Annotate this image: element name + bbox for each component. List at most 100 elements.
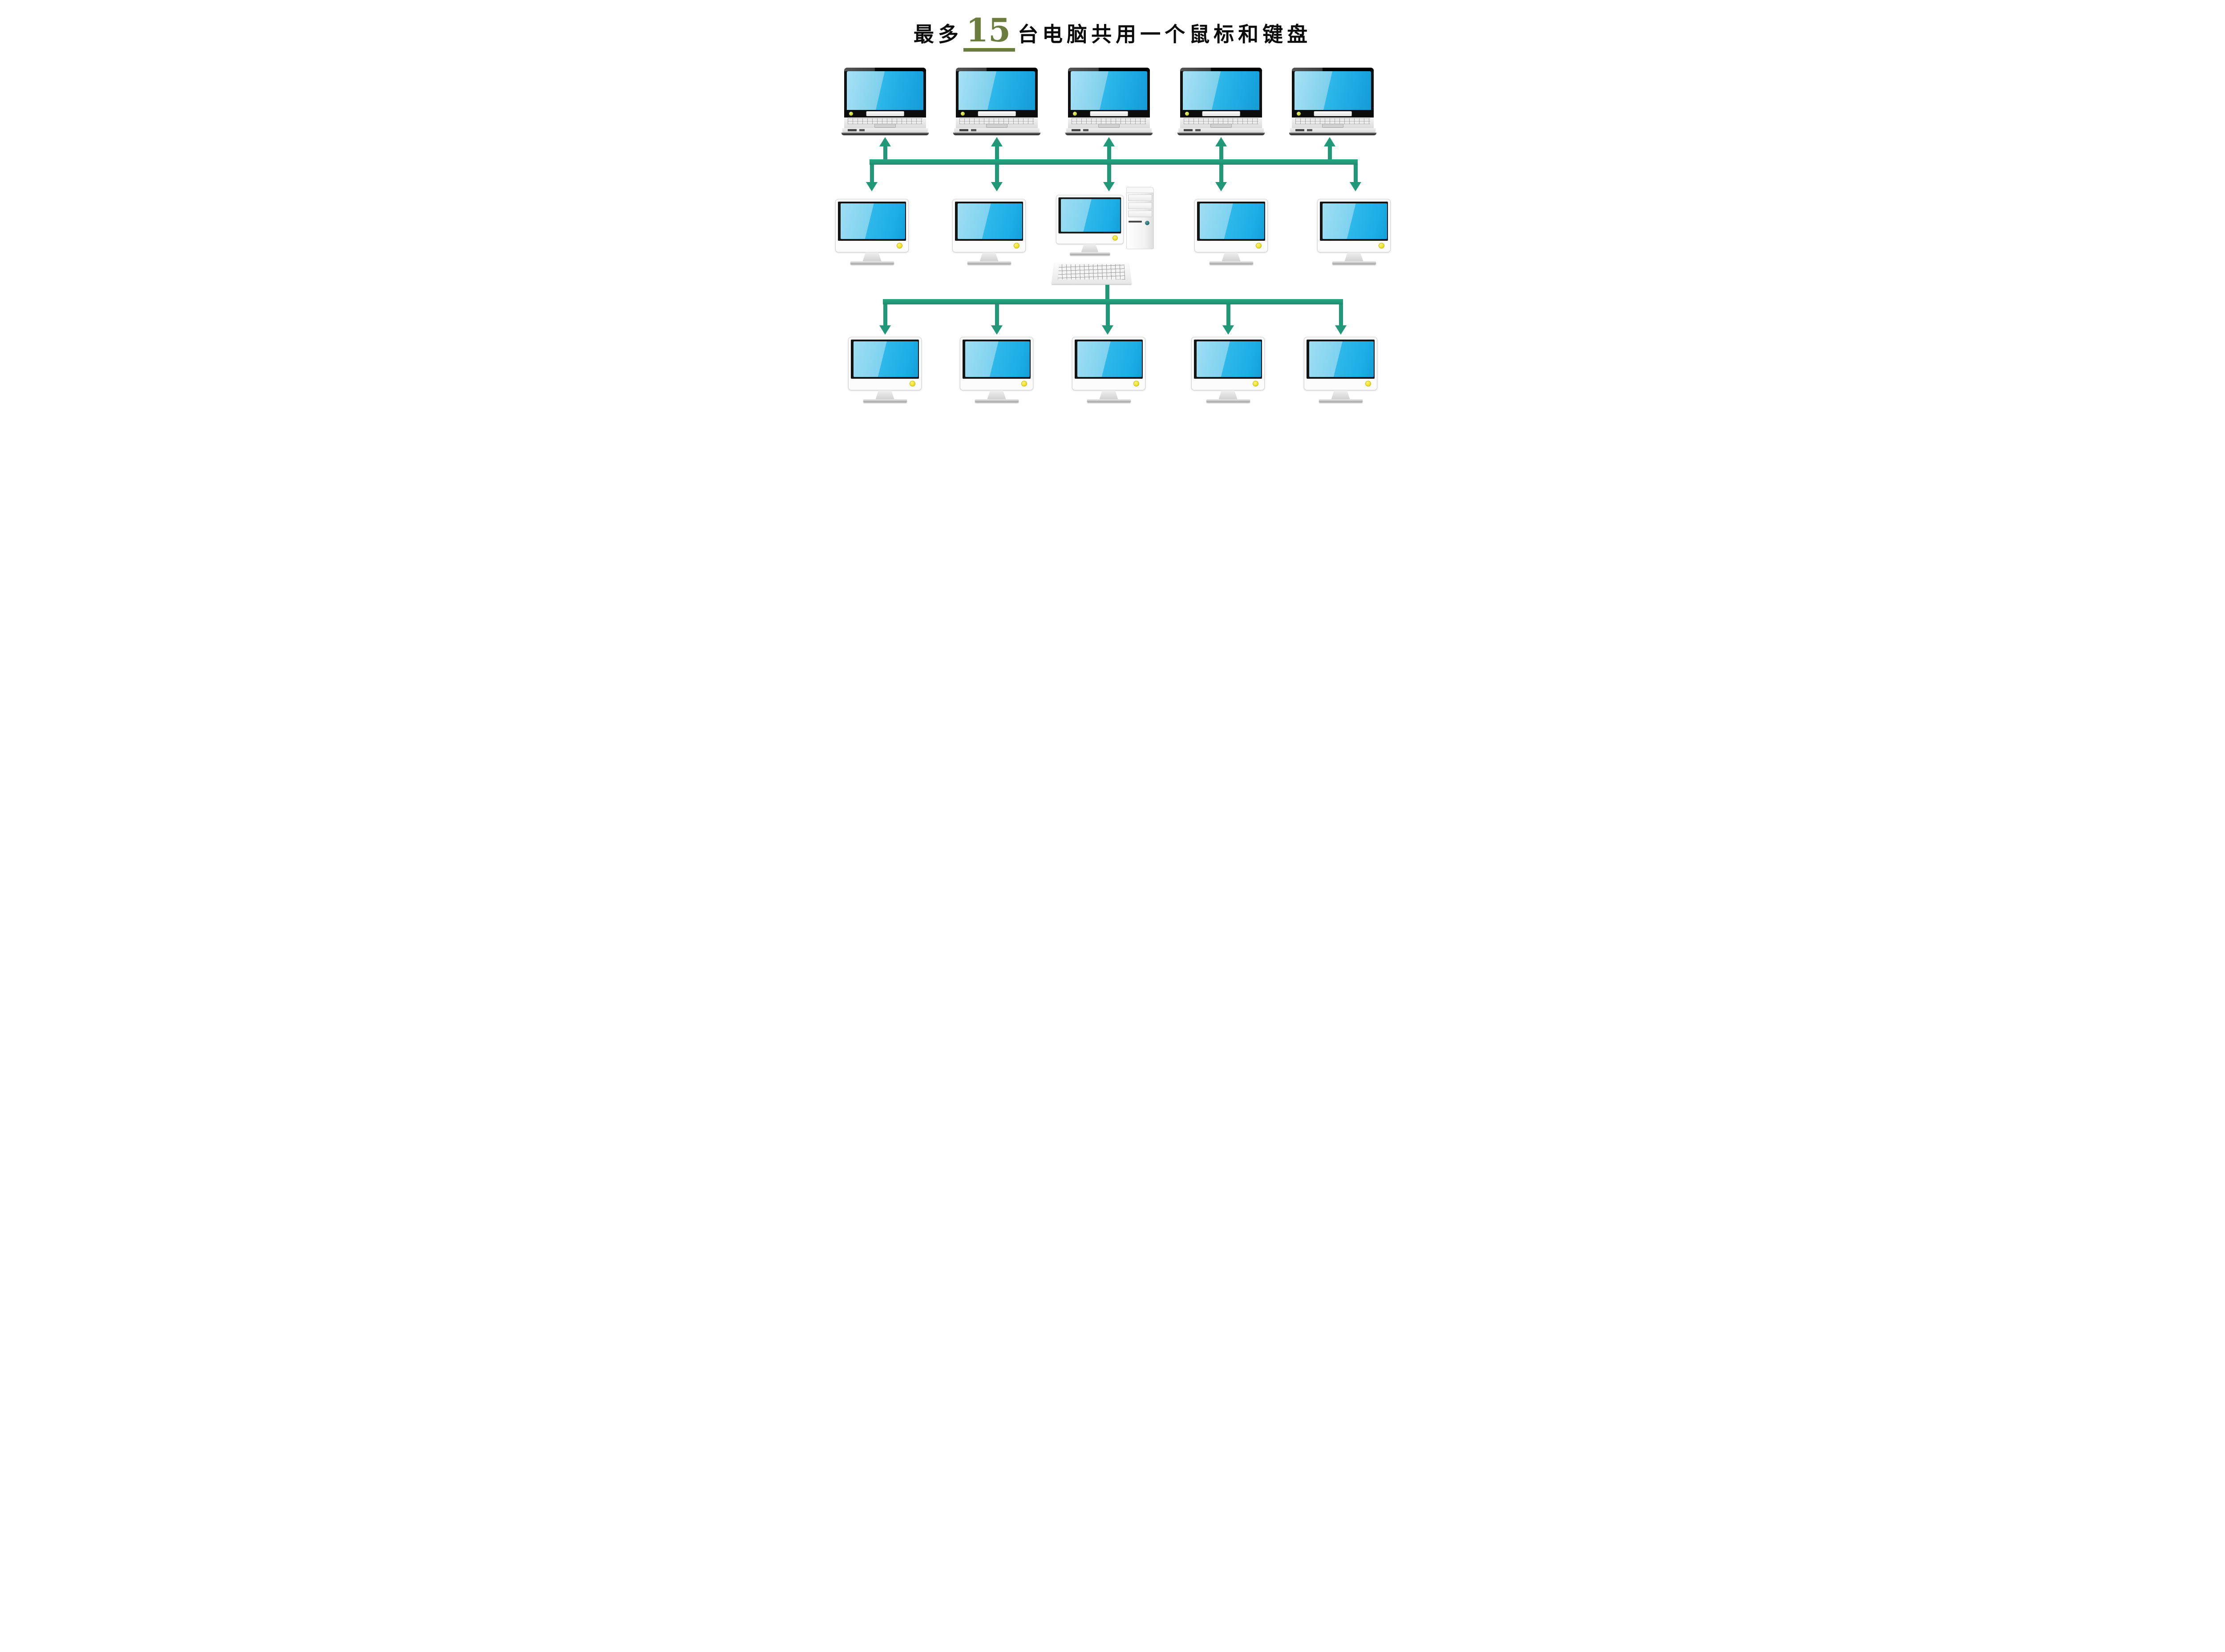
arrow-down-icon bbox=[879, 304, 891, 335]
desktop-monitor-icon bbox=[960, 337, 1033, 402]
monitor-bezel bbox=[963, 340, 1031, 379]
latch-slot bbox=[1314, 111, 1352, 116]
monitor-body bbox=[1191, 337, 1265, 390]
arrowhead-down bbox=[1215, 182, 1227, 191]
arrow-shaft bbox=[1226, 304, 1230, 325]
arrowhead-down bbox=[991, 182, 1003, 191]
power-button bbox=[1379, 243, 1384, 249]
arrow-shaft bbox=[1107, 165, 1111, 182]
monitor-screen bbox=[1323, 203, 1387, 239]
monitor-stand-neck bbox=[1081, 244, 1099, 252]
tower-front-panel bbox=[1127, 219, 1153, 228]
laptop-screen bbox=[847, 71, 923, 110]
arrow-shaft bbox=[870, 165, 874, 182]
arrow-shaft bbox=[1327, 146, 1332, 159]
monitor-body bbox=[1317, 199, 1391, 252]
laptop-bottom-edge bbox=[1065, 133, 1153, 135]
monitor-screen bbox=[958, 203, 1022, 239]
title-prefix: 最多 bbox=[913, 23, 963, 46]
monitor-stand-base bbox=[1332, 261, 1376, 264]
laptop-screen bbox=[1183, 71, 1259, 110]
monitor-chin bbox=[1075, 379, 1143, 389]
laptop-bottom-edge bbox=[1289, 133, 1376, 135]
monitor-body bbox=[1304, 337, 1377, 390]
monitor-stand-neck bbox=[1218, 390, 1238, 399]
arrow-shaft bbox=[1353, 165, 1358, 182]
monitor-screen bbox=[1077, 341, 1142, 377]
monitor-stand-neck bbox=[1099, 390, 1118, 399]
laptop-keyboard-deck bbox=[844, 117, 926, 128]
monitor-chin bbox=[955, 241, 1023, 251]
arrowhead-down bbox=[1335, 325, 1347, 335]
laptop-lid bbox=[956, 68, 1038, 110]
monitor-screen bbox=[1200, 203, 1264, 239]
arrowhead-down bbox=[1103, 182, 1115, 191]
latch-slot bbox=[1090, 111, 1128, 116]
touchpad bbox=[1098, 124, 1120, 128]
monitor-bezel bbox=[851, 340, 919, 379]
arrowhead-down bbox=[866, 182, 878, 191]
monitor-chin bbox=[1307, 379, 1375, 389]
bus-line-top bbox=[870, 159, 1358, 165]
arrow-shaft bbox=[883, 146, 887, 159]
arrow-down-icon bbox=[1102, 304, 1113, 335]
arrow-down-icon bbox=[1335, 304, 1347, 335]
laptop-icon bbox=[953, 68, 1040, 135]
monitor-chin bbox=[838, 241, 906, 251]
laptop-lid bbox=[1180, 68, 1262, 110]
arrow-shaft bbox=[883, 304, 887, 325]
laptop-keys bbox=[959, 118, 1034, 124]
monitor-stand-base bbox=[1319, 399, 1363, 402]
power-button bbox=[910, 381, 915, 387]
laptop-hinge bbox=[1068, 110, 1150, 117]
monitor-chin bbox=[1320, 241, 1388, 251]
monitor-body bbox=[1194, 199, 1268, 252]
laptop-keyboard-deck bbox=[1180, 117, 1262, 128]
power-button bbox=[1253, 381, 1258, 387]
monitor-chin bbox=[963, 379, 1031, 389]
keyboard-keys bbox=[1058, 264, 1125, 280]
arrowhead-down bbox=[1350, 182, 1361, 191]
bus-feed-line bbox=[1105, 285, 1109, 302]
arrow-up-icon bbox=[1324, 137, 1335, 159]
power-button bbox=[1112, 235, 1118, 241]
monitor-body bbox=[848, 337, 922, 390]
laptop-icon bbox=[1289, 68, 1376, 135]
laptop-lid bbox=[1068, 68, 1150, 110]
laptop-bottom-edge bbox=[953, 133, 1040, 135]
monitor-screen bbox=[841, 203, 905, 239]
monitor-screen bbox=[1061, 199, 1121, 232]
touchpad bbox=[1210, 124, 1232, 128]
desktop-monitor-icon bbox=[1056, 195, 1124, 255]
monitor-bezel bbox=[1058, 197, 1121, 234]
power-button bbox=[897, 243, 902, 249]
laptop-screen bbox=[959, 71, 1035, 110]
computer-tower-icon bbox=[1126, 187, 1154, 249]
arrow-shaft bbox=[995, 165, 999, 182]
power-light bbox=[849, 112, 853, 116]
vent-slot bbox=[1129, 221, 1142, 223]
laptop-keys bbox=[848, 118, 922, 124]
monitor-bezel bbox=[1307, 340, 1375, 379]
arrowhead-up bbox=[879, 137, 891, 146]
monitor-chin bbox=[1197, 241, 1265, 251]
arrow-shaft bbox=[995, 304, 999, 325]
title-number-highlight: 15 bbox=[963, 14, 1015, 52]
laptop-screen bbox=[1071, 71, 1147, 110]
arrow-up-icon bbox=[1103, 137, 1115, 159]
drive-bay bbox=[1128, 194, 1152, 201]
monitor-stand-neck bbox=[979, 252, 999, 261]
touchpad bbox=[1322, 124, 1343, 128]
laptop-front-ports bbox=[1066, 128, 1152, 133]
laptop-hinge bbox=[956, 110, 1038, 117]
monitor-stand-base bbox=[967, 261, 1011, 264]
monitor-stand-base bbox=[1209, 261, 1253, 264]
arrow-down-icon bbox=[1103, 165, 1115, 191]
arrowhead-down bbox=[1222, 325, 1234, 335]
arrow-shaft bbox=[1339, 304, 1343, 325]
monitor-bezel bbox=[1194, 340, 1262, 379]
arrow-up-icon bbox=[1215, 137, 1227, 159]
monitor-stand-neck bbox=[1331, 390, 1350, 399]
arrow-up-icon bbox=[991, 137, 1003, 159]
arrow-shaft bbox=[1107, 146, 1111, 159]
